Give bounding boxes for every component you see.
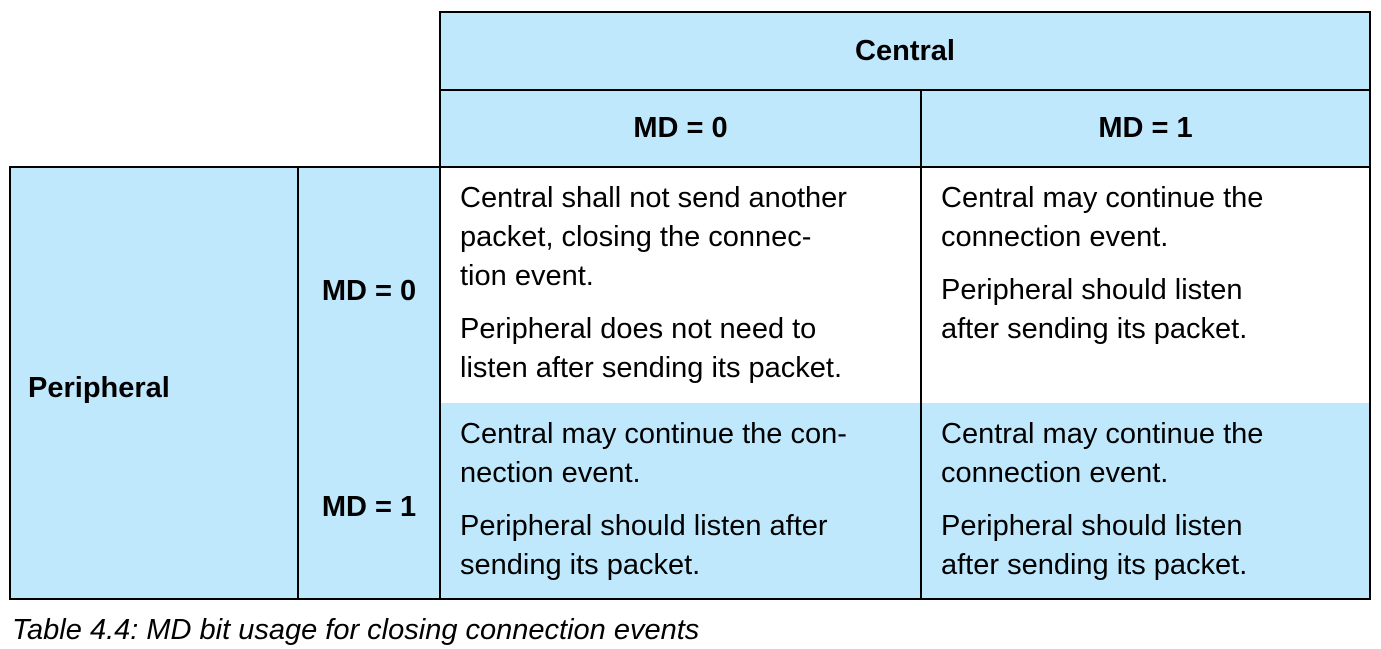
table-border-subheader	[440, 89, 1370, 91]
central-header-label: Central	[855, 34, 955, 67]
cell-p1-c0-para1: Central may continue the con- nection ev…	[460, 415, 903, 493]
cell-text-line: Peripheral does not need to	[460, 313, 817, 345]
cell-text-line: Central may continue the	[941, 182, 1264, 214]
cell-text-line: Peripheral should listen	[941, 274, 1243, 306]
cell-text-line: after sending its packet.	[941, 549, 1248, 581]
cell-text-line: connection event.	[941, 221, 1169, 253]
cell-p1-c0: Central may continue the con- nection ev…	[440, 403, 921, 599]
cell-text-line: Central shall not send another	[460, 182, 847, 214]
cell-text-line: packet, closing the connec-	[460, 221, 812, 253]
table-divider-row-header	[439, 11, 441, 600]
row-header-md1-label: MD = 1	[321, 490, 417, 523]
table-border-top	[440, 11, 1370, 13]
row-header-md0: MD = 0	[298, 167, 440, 403]
cell-text-line: sending its packet.	[460, 549, 701, 581]
cell-text-line: connection event.	[941, 457, 1169, 489]
cell-p1-c0-para2: Peripheral should listen after sending i…	[460, 507, 903, 585]
table-caption: Table 4.4: MD bit usage for closing conn…	[12, 614, 700, 646]
row-header-md1: MD = 1	[298, 403, 440, 599]
cell-p0-c1-para2: Peripheral should listen after sending i…	[941, 271, 1352, 349]
cell-text-line: Central may continue the	[941, 418, 1264, 450]
cell-p0-c1-para1: Central may continue the connection even…	[941, 179, 1352, 257]
table-border-right	[1369, 11, 1371, 600]
table-border-bottom	[10, 598, 1370, 600]
cell-text-line: listen after sending its packet.	[460, 352, 843, 384]
cell-text-line: Peripheral should listen	[941, 510, 1243, 542]
cell-text-line: nection event.	[460, 457, 641, 489]
cell-p1-c1: Central may continue the connection even…	[921, 403, 1370, 599]
cell-p1-c1-para1: Central may continue the connection even…	[941, 415, 1352, 493]
column-header-md1: MD = 1	[921, 90, 1370, 167]
table-divider-row-group	[297, 166, 299, 600]
cell-p0-c0: Central shall not send another packet, c…	[440, 167, 921, 403]
central-group-header: Central	[440, 12, 1370, 90]
peripheral-header-label: Peripheral	[28, 371, 170, 404]
cell-p0-c1: Central may continue the connection even…	[921, 167, 1370, 403]
cell-text-line: Central may continue the con-	[460, 418, 847, 450]
cell-p1-c1-para2: Peripheral should listen after sending i…	[941, 507, 1352, 585]
cell-p0-c0-para1: Central shall not send another packet, c…	[460, 179, 903, 296]
table-border-body-top	[10, 166, 1370, 168]
table-divider-columns	[920, 89, 922, 600]
peripheral-group-header: Peripheral	[10, 167, 298, 599]
column-header-md0-label: MD = 0	[633, 112, 728, 144]
cell-text-line: tion event.	[460, 260, 594, 292]
column-header-md0: MD = 0	[440, 90, 921, 167]
table-border-left	[9, 166, 11, 600]
column-header-md1-label: MD = 1	[1098, 112, 1193, 144]
cell-text-line: after sending its packet.	[941, 313, 1248, 345]
cell-text-line: Peripheral should listen after	[460, 510, 828, 542]
row-header-md0-label: MD = 0	[321, 274, 417, 307]
cell-p0-c0-para2: Peripheral does not need to listen after…	[460, 310, 903, 388]
